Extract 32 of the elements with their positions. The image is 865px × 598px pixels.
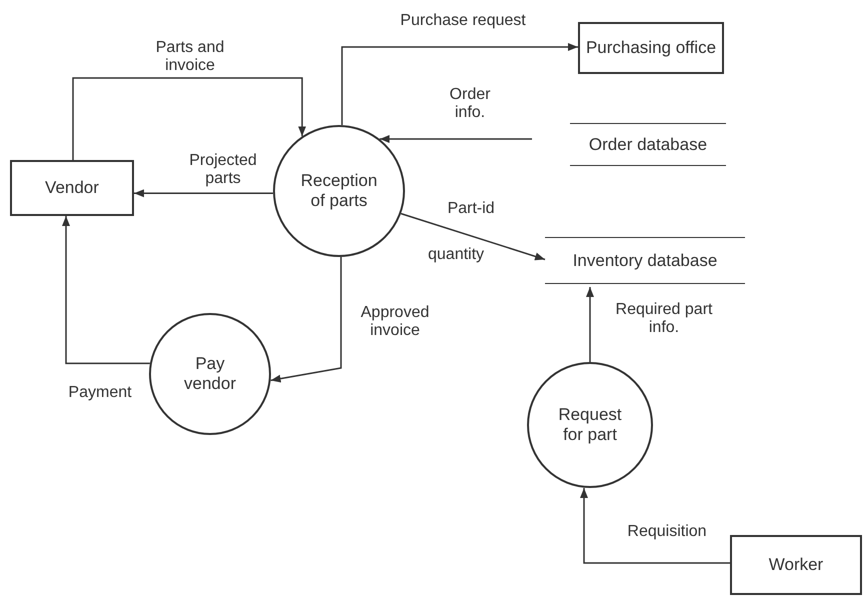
node-label: Vendor (45, 178, 99, 198)
edge-label: Requisition (626, 523, 708, 542)
edge-label: Projected parts (188, 152, 258, 189)
node-label: Inventory database (572, 250, 718, 270)
process-box (730, 535, 862, 595)
arrow (72, 77, 306, 160)
data-store (545, 237, 745, 284)
process-box (578, 22, 724, 74)
node-label: Reception of parts (300, 171, 378, 211)
arrow (580, 488, 730, 564)
flow-label: quantity (428, 246, 484, 264)
arrow (400, 212, 546, 260)
node-label: Purchasing office (586, 38, 716, 58)
arrow (134, 189, 273, 198)
edge-label: Purchase request (399, 12, 527, 30)
edge-label: Part-id (446, 200, 496, 218)
arrow (586, 287, 594, 362)
arrow (270, 257, 342, 383)
node-label: Worker (768, 555, 824, 575)
node-label: Request for part (557, 405, 623, 445)
node-label: Pay vendor (183, 354, 237, 394)
arrow (380, 135, 532, 143)
edge-label: Required part info. (614, 301, 714, 338)
arrow (62, 216, 150, 364)
edge-label: Approved invoice (360, 304, 430, 341)
node-label: Order database (588, 134, 708, 154)
arrow (341, 43, 578, 126)
process-box (10, 160, 134, 216)
edge-label: Order info. (448, 86, 492, 123)
edge-label: Payment (67, 384, 133, 402)
edge-label: Parts and invoice (154, 39, 226, 76)
data-store (570, 123, 726, 166)
